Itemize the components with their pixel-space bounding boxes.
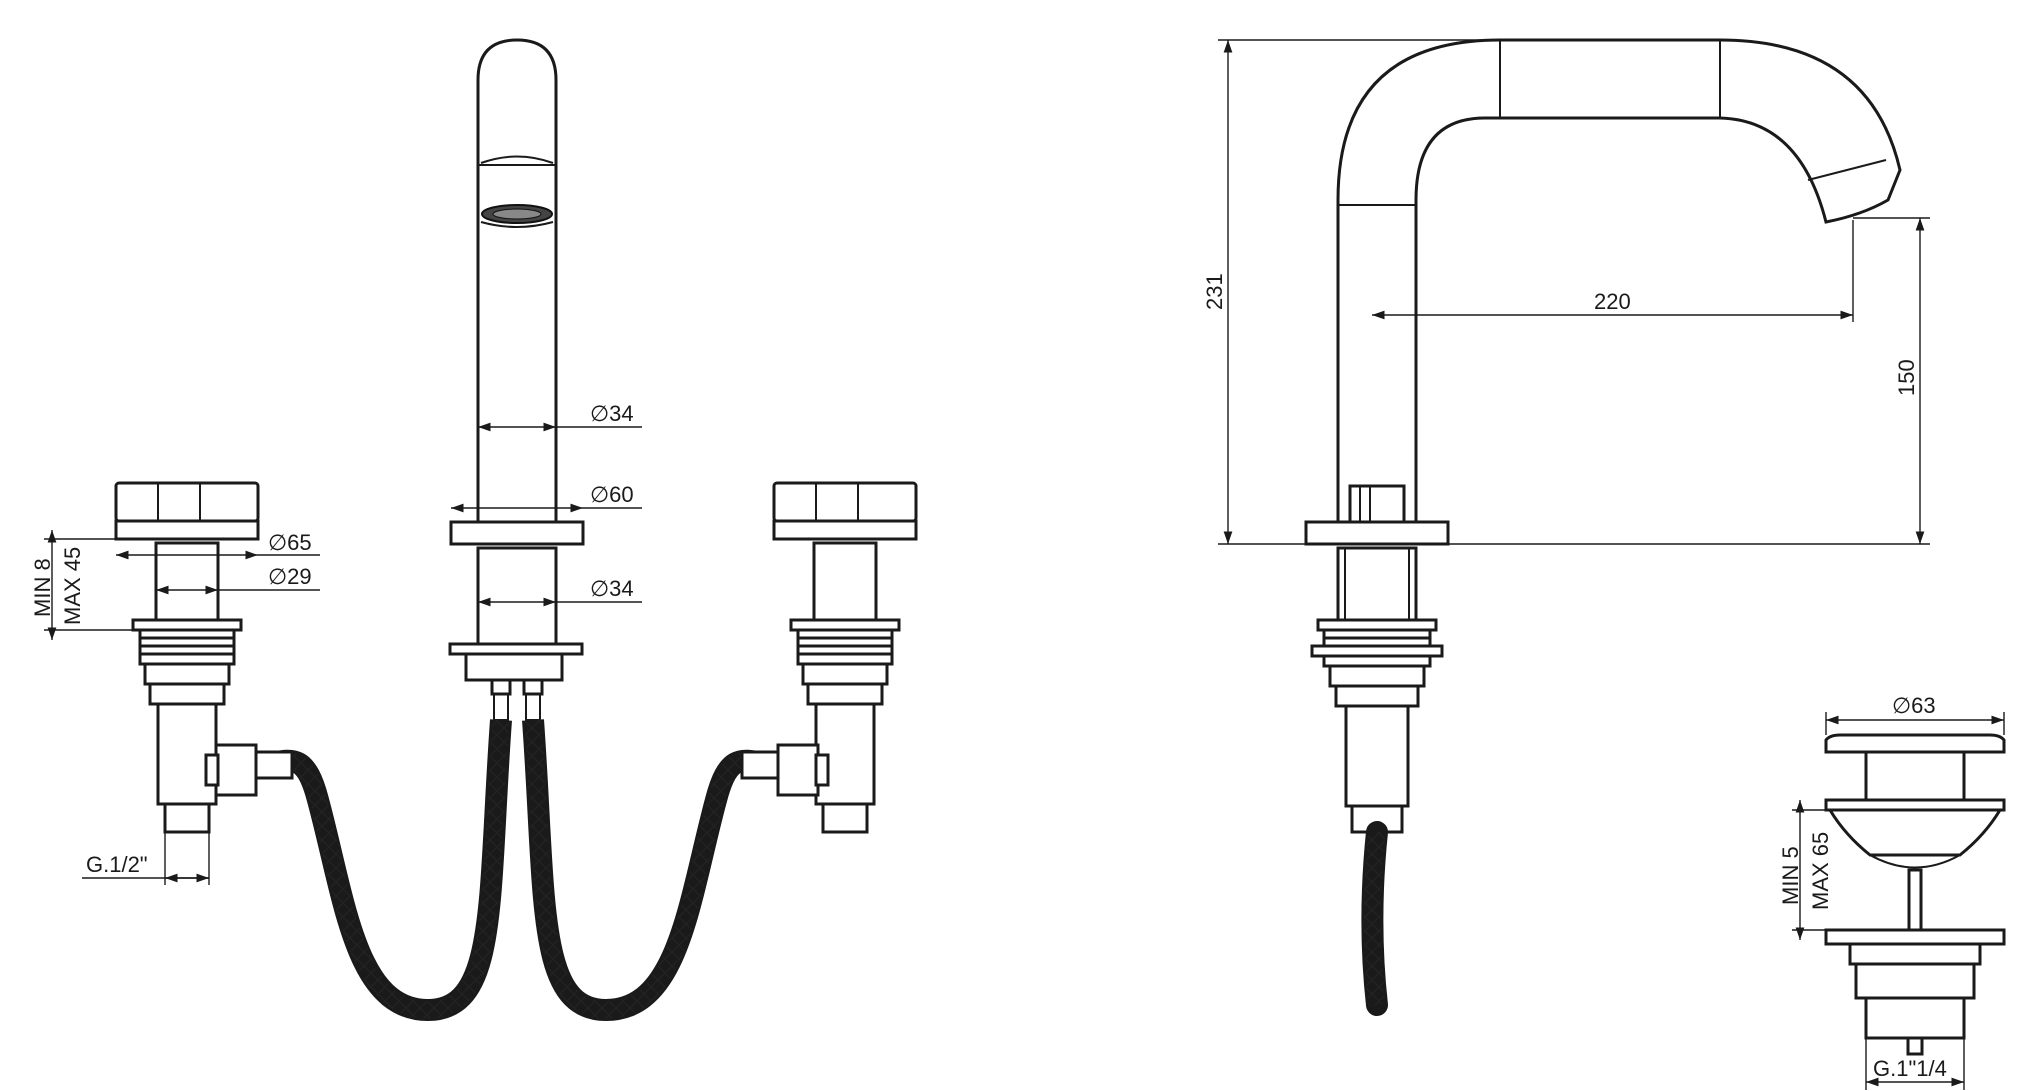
waste-deck-min-label: MIN 5: [1778, 846, 1803, 905]
handle-diameter-label: ∅65: [268, 530, 312, 555]
waste-deck-max-label: MAX 65: [1808, 832, 1833, 910]
pop-up-waste: [1824, 733, 2006, 1056]
spout-diameter-label: ∅34: [590, 401, 634, 426]
total-height-label: 231: [1202, 273, 1227, 310]
inlet-thread-label: G.1/2": [86, 852, 148, 877]
front-dimensions: ∅34 ∅60 ∅34 ∅65 ∅29 MIN 8 MAX 45: [30, 401, 642, 885]
front-view: ∅34 ∅60 ∅34 ∅65 ∅29 MIN 8 MAX 45: [30, 38, 918, 1022]
side-view: 231 220 150: [1202, 38, 1930, 1016]
waste-view: ∅63 MIN 5 MAX 65 G.1"1/4: [1778, 693, 2006, 1090]
base-diameter-label: ∅60: [590, 482, 634, 507]
deck-min-label: MIN 8: [30, 558, 55, 617]
spout-front: [448, 38, 585, 721]
side-dimensions: 231 220 150: [1202, 39, 1930, 545]
left-handle-valve: [114, 481, 260, 834]
deck-max-label: MAX 45: [60, 547, 85, 625]
flexible-hoses: [254, 719, 780, 1022]
spout-side: [1304, 38, 1902, 1016]
spout-reach-label: 220: [1594, 289, 1631, 314]
outlet-height-label: 150: [1894, 359, 1919, 396]
waste-thread-label: G.1"1/4: [1873, 1056, 1947, 1081]
handle-shank-diameter-label: ∅29: [268, 564, 312, 589]
plug-diameter-label: ∅63: [1892, 693, 1936, 718]
waste-dimensions: ∅63 MIN 5 MAX 65 G.1"1/4: [1778, 693, 2005, 1090]
right-handle-valve: [772, 481, 918, 834]
shank-diameter-label: ∅34: [590, 576, 634, 601]
